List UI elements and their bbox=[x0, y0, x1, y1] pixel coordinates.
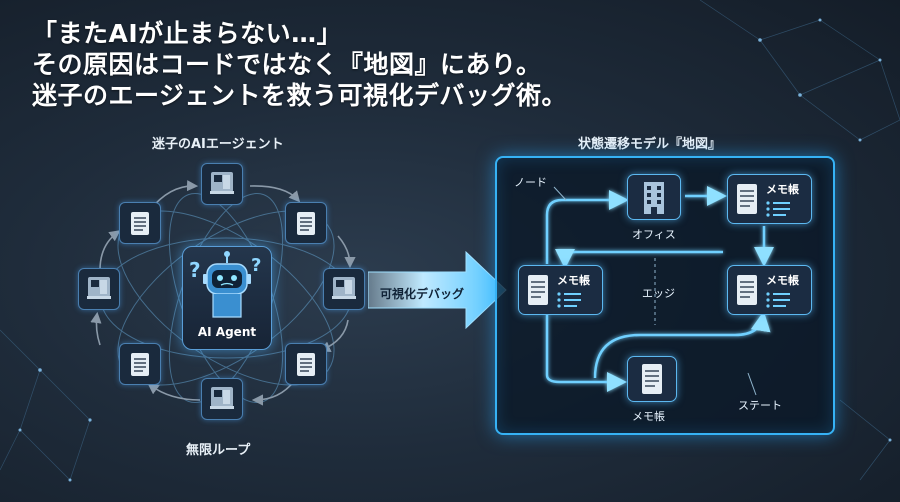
memo-tile-top-right bbox=[285, 202, 327, 244]
memo-node-label: メモ帳 bbox=[766, 274, 799, 287]
office-desk-icon bbox=[332, 277, 356, 299]
memo-pad-icon bbox=[737, 275, 790, 308]
memo-node-label: メモ帳 bbox=[557, 274, 590, 287]
office-desk-icon bbox=[210, 172, 234, 194]
headline-line-2: その原因はコードではなく『地図』にあり。 bbox=[32, 50, 542, 79]
office-tile-left bbox=[78, 268, 120, 310]
right-diagram-title: 状態遷移モデル『地図』 bbox=[578, 137, 722, 152]
memo-pad-icon bbox=[131, 353, 149, 376]
memo-node-right: メモ帳 bbox=[727, 265, 812, 315]
headline: 「またAIが止まらない…」 その原因はコードではなく『地図』にあり。 迷子のエー… bbox=[32, 18, 567, 111]
headline-line-1: 「またAIが止まらない…」 bbox=[32, 19, 343, 48]
visualize-debug-label: 可視化デバッグ bbox=[380, 287, 465, 301]
state-annotation: ステート bbox=[738, 399, 782, 412]
memo-node-bottom bbox=[627, 356, 677, 402]
ai-agent-label: AI Agent bbox=[197, 325, 257, 339]
office-tile-bottom bbox=[201, 378, 243, 420]
memo-pad-icon bbox=[131, 212, 149, 235]
infinite-loop-label: 無限ループ bbox=[186, 443, 251, 458]
memo-node-left: メモ帳 bbox=[518, 265, 603, 315]
office-desk-icon bbox=[87, 277, 111, 299]
memo-pad-icon bbox=[297, 212, 315, 235]
ai-agent-card: ? ? AI Agent bbox=[182, 246, 272, 350]
memo-pad-icon bbox=[642, 364, 662, 394]
memo-node-top-right: メモ帳 bbox=[727, 174, 812, 224]
memo-tile-bottom-right bbox=[285, 343, 327, 385]
memo-pad-icon bbox=[297, 353, 315, 376]
memo-tile-bottom-left bbox=[119, 343, 161, 385]
office-desk-icon bbox=[210, 387, 234, 409]
left-diagram-title: 迷子のAIエージェント bbox=[152, 137, 284, 152]
office-node-label: オフィス bbox=[632, 228, 676, 241]
svg-text:?: ? bbox=[251, 255, 261, 276]
headline-line-3: 迷子のエージェントを救う可視化デバッグ術。 bbox=[32, 81, 568, 110]
svg-text:?: ? bbox=[189, 258, 201, 282]
office-building-icon bbox=[644, 182, 664, 214]
confused-robot-icon: ? ? bbox=[189, 251, 261, 318]
office-tile-right bbox=[323, 268, 365, 310]
office-node bbox=[627, 174, 681, 220]
memo-node-label: メモ帳 bbox=[766, 183, 799, 196]
memo-tile-top-left bbox=[119, 202, 161, 244]
memo-node-bottom-label: メモ帳 bbox=[632, 410, 665, 423]
office-tile-top bbox=[201, 163, 243, 205]
node-annotation: ノード bbox=[514, 176, 547, 189]
edge-annotation: エッジ bbox=[642, 287, 675, 300]
visualize-arrow bbox=[368, 250, 507, 330]
memo-pad-icon bbox=[528, 275, 581, 308]
memo-pad-icon bbox=[737, 184, 790, 217]
